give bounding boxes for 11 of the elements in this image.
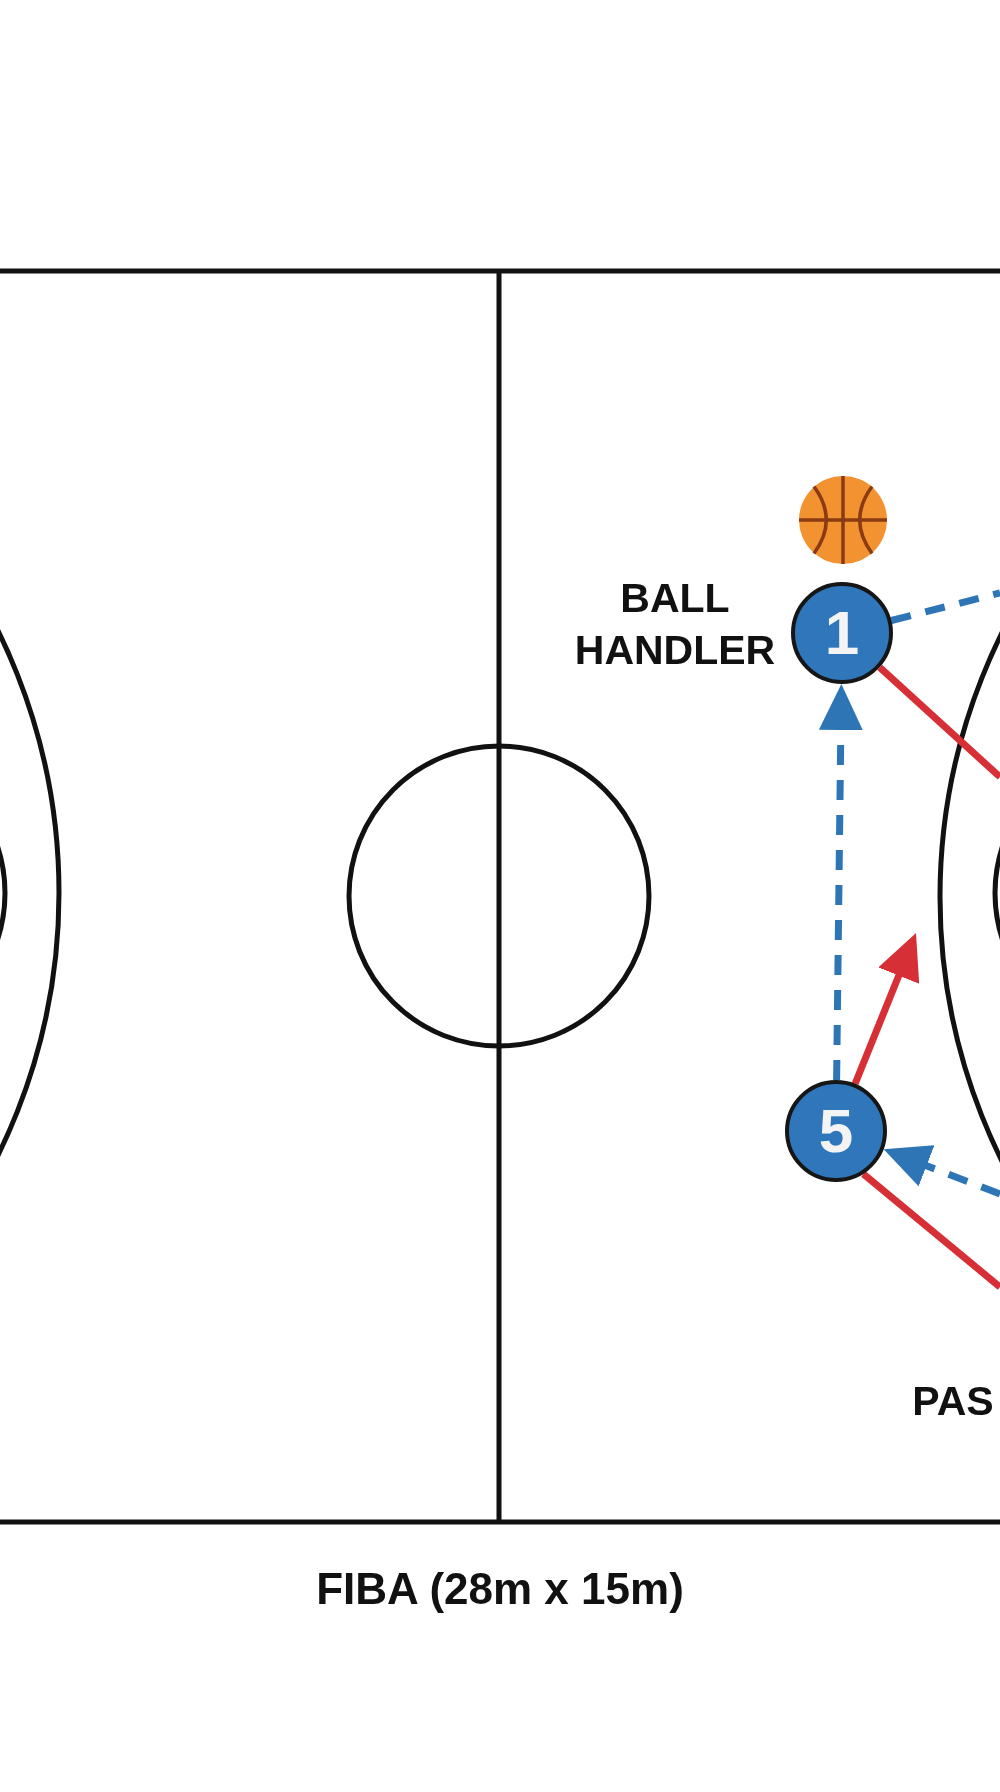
caption: FIBA (28m x 15m)	[315, 1563, 685, 1615]
arrow	[851, 933, 920, 1085]
player-label: BALL HANDLER	[573, 574, 777, 675]
line	[877, 664, 1000, 780]
dashed-arrow	[818, 684, 863, 1081]
dashed-line	[890, 589, 1000, 624]
player-circle: 5	[785, 1080, 887, 1182]
dashed-arrow	[883, 1145, 1000, 1198]
player-circle: 1	[791, 582, 893, 684]
player-label: PAS	[911, 1377, 995, 1426]
line	[861, 1171, 1000, 1290]
